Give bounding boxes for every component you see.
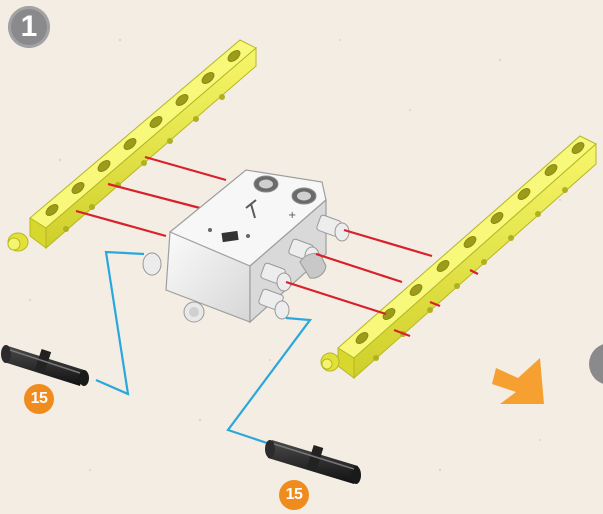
blue-guide-line-right-peg — [228, 318, 310, 446]
part-quantity-badge: 15 — [24, 384, 54, 414]
black-peg-left — [1, 345, 89, 386]
step-number-badge: 1 — [8, 6, 50, 48]
right-yellow-beam — [321, 136, 596, 378]
direction-arrow-icon — [492, 358, 544, 404]
black-peg-right — [265, 440, 361, 484]
part-quantity-badge: 15 — [279, 480, 309, 510]
blue-guide-line-left-peg — [96, 252, 144, 394]
white-connector-block: + — [143, 170, 349, 322]
svg-text:+: + — [288, 210, 296, 221]
